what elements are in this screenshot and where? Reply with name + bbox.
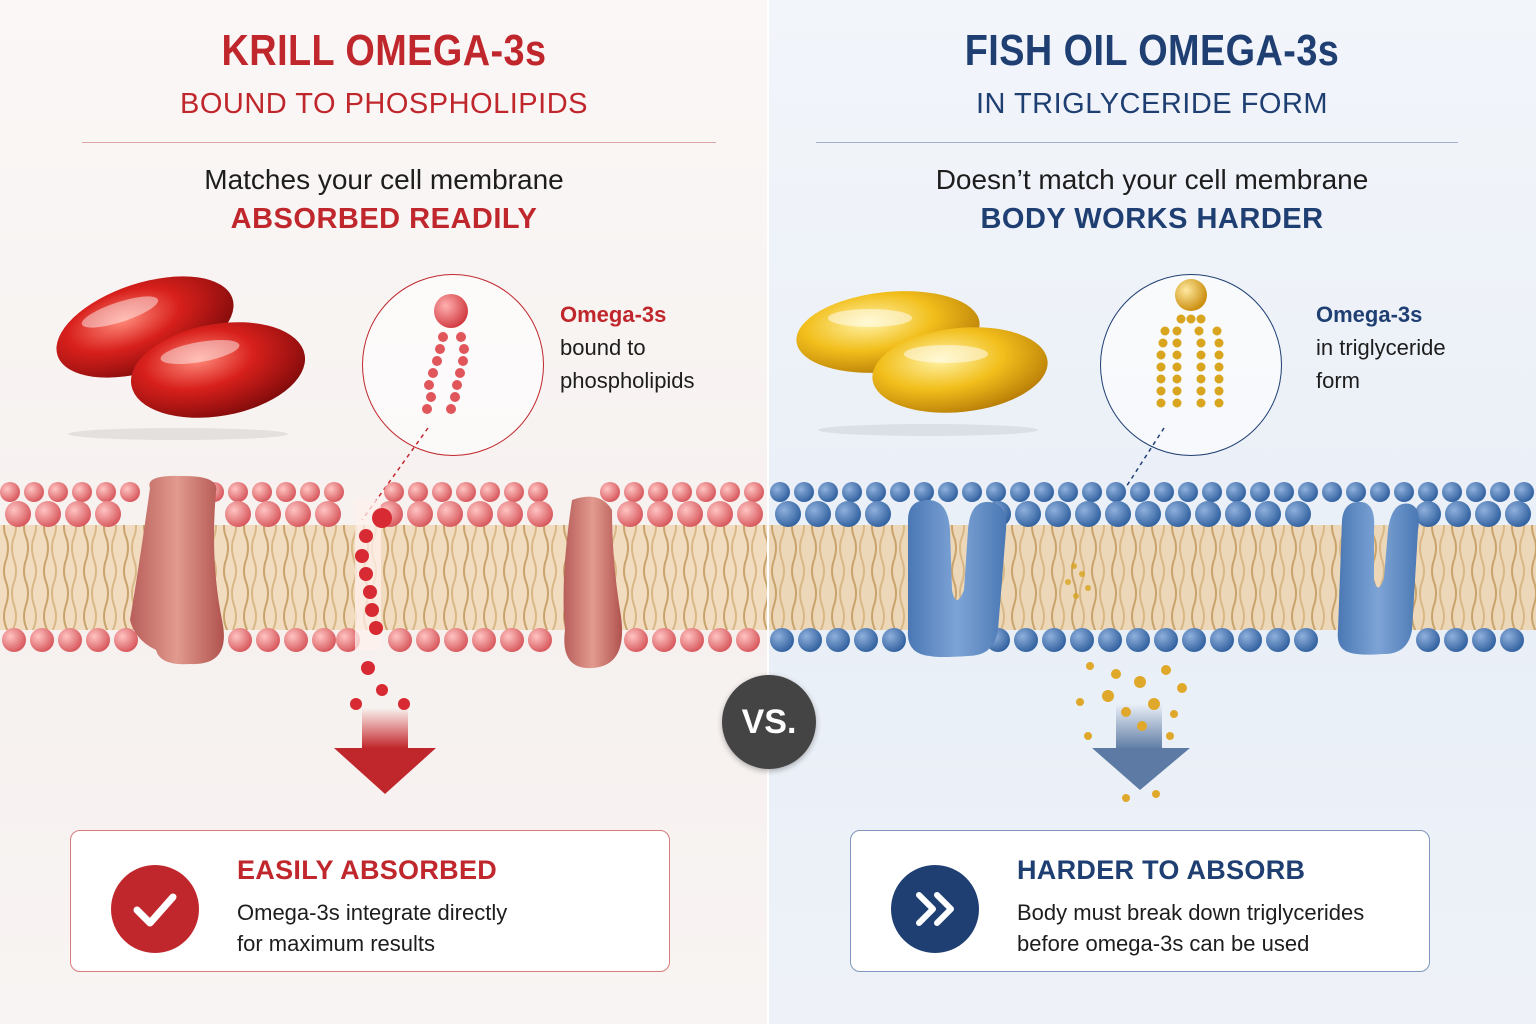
krill-title: KRILL OMEGA-3s: [221, 26, 547, 75]
fish-oil-membrane-protein-right: [1337, 501, 1419, 655]
phospholipid-molecule-icon: [422, 294, 469, 414]
fish-oil-panel: FISH OIL OMEGA-3s IN TRIGLYCERIDE FORM D…: [768, 0, 1536, 1024]
fish-oil-molecule-label-line3: form: [1316, 368, 1360, 393]
fish-oil-result-title: HARDER TO ABSORB: [1017, 855, 1306, 885]
krill-capsule-front: [130, 322, 306, 418]
krill-result-title: EASILY ABSORBED: [237, 855, 498, 885]
krill-divider-rule: [82, 142, 716, 143]
fish-oil-molecule-label-title: Omega-3s: [1316, 302, 1423, 327]
fish-oil-result-line1: Body must break down triglycerides: [1017, 900, 1365, 925]
double-chevron-right-icon: [891, 865, 979, 953]
fish-oil-result-box: HARDER TO ABSORB Body must break down tr…: [850, 830, 1430, 972]
krill-molecule-label-line3: phospholipids: [560, 368, 695, 393]
krill-tagline: Matches your cell membrane: [204, 164, 564, 195]
krill-pointer-line: [361, 427, 429, 521]
check-icon: [111, 865, 199, 953]
fish-oil-result-line2: before omega-3s can be used: [1017, 931, 1310, 956]
krill-absorption-arrow: [334, 684, 436, 794]
krill-molecule-label: Omega-3s bound to phospholipids: [560, 298, 695, 397]
center-divider: [767, 0, 769, 1024]
fish-oil-title: FISH OIL OMEGA-3s: [964, 26, 1340, 75]
krill-molecule-label-line2: bound to: [560, 335, 646, 360]
fish-oil-molecule-label: Omega-3s in triglyceride form: [1316, 298, 1446, 397]
krill-cell-membrane: [0, 475, 768, 675]
krill-tagline-emphasis: ABSORBED READILY: [230, 203, 538, 235]
fish-oil-tagline-emphasis: BODY WORKS HARDER: [980, 203, 1324, 235]
fish-oil-subtitle: IN TRIGLYCERIDE FORM: [975, 88, 1329, 120]
triglyceride-molecule-circle: [1100, 274, 1282, 456]
fish-oil-cell-membrane: [768, 482, 1536, 657]
krill-molecule-label-title: Omega-3s: [560, 302, 667, 327]
krill-panel: KRILL OMEGA-3s BOUND TO PHOSPHOLIPIDS Ma…: [0, 0, 768, 1024]
fish-oil-absorption-arrow: [1076, 662, 1190, 802]
triglyceride-molecule-icon: [1156, 279, 1224, 408]
krill-capsules-image: [56, 276, 306, 440]
fish-oil-result-text: Body must break down triglycerides befor…: [1017, 897, 1364, 959]
krill-result-box: EASILY ABSORBED Omega-3s integrate direc…: [70, 830, 670, 972]
fish-oil-molecule-label-line2: in triglyceride: [1316, 335, 1446, 360]
krill-membrane-protein-left: [130, 475, 224, 665]
fish-oil-capsules-image: [796, 291, 1048, 436]
krill-result-line1: Omega-3s integrate directly: [237, 900, 508, 925]
fish-oil-divider-rule: [816, 142, 1458, 143]
krill-result-text: Omega-3s integrate directly for maximum …: [237, 897, 507, 959]
phospholipid-molecule-circle: [362, 274, 544, 456]
fish-oil-tagline: Doesn’t match your cell membrane: [935, 164, 1369, 195]
krill-membrane-protein-right: [563, 496, 623, 669]
versus-badge: VS.: [722, 675, 816, 769]
krill-result-line2: for maximum results: [237, 931, 436, 956]
krill-subtitle: BOUND TO PHOSPHOLIPIDS: [180, 88, 588, 120]
fish-oil-membrane-protein-left: [907, 500, 1007, 657]
